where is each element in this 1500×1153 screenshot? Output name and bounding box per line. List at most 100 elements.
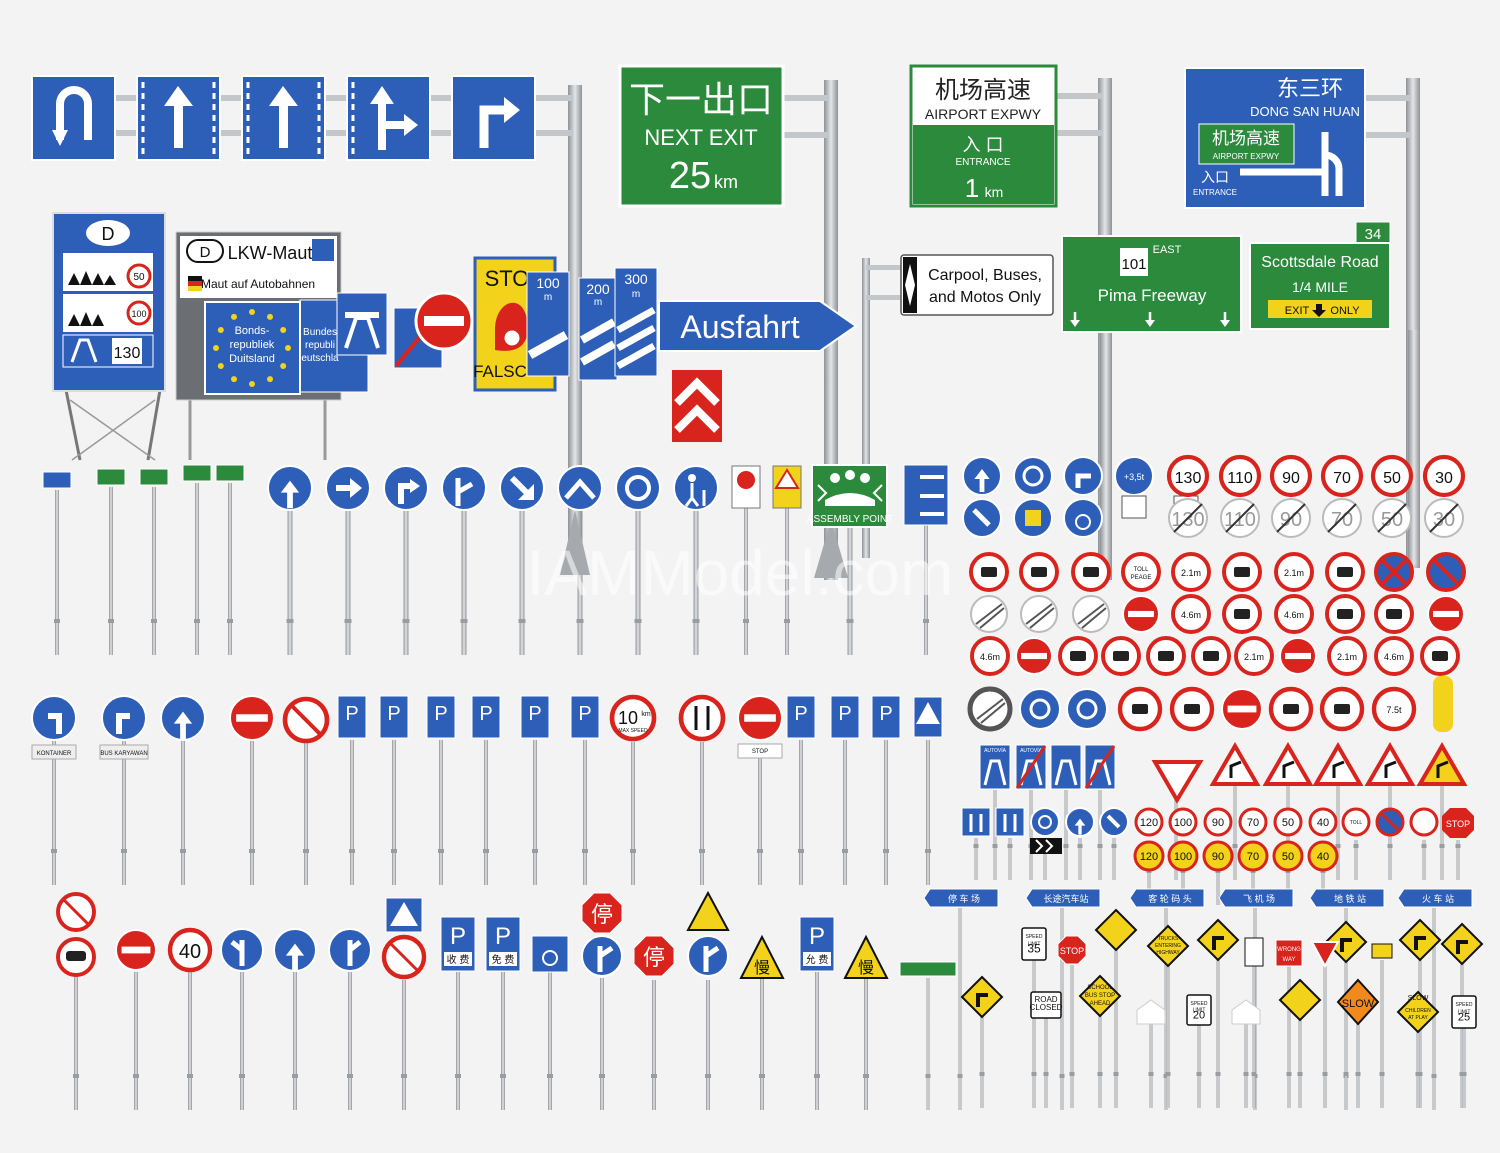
vehicle-icon xyxy=(1031,567,1047,577)
plate-text: ROAD xyxy=(1034,995,1057,1004)
parking-sign xyxy=(337,695,367,739)
slow-sign xyxy=(1336,978,1380,1026)
toll-ring-sign xyxy=(1341,807,1371,837)
red-ring-sign xyxy=(1274,594,1314,634)
small-speed-yellow-sign xyxy=(1237,840,1269,872)
direction-tag-label: 客 轮 码 头 xyxy=(1148,893,1192,904)
pole-clamp xyxy=(518,619,526,623)
pole xyxy=(1298,1018,1302,1108)
pole-clamp xyxy=(133,1074,139,1078)
direction-tag-sign xyxy=(1218,888,1294,908)
pedestrian-warning-sign xyxy=(686,890,730,931)
chevron-marks xyxy=(1035,839,1054,853)
man-slow-text: 慢 xyxy=(858,959,874,977)
pole-clamp xyxy=(1461,1072,1467,1076)
end-stripe xyxy=(1084,745,1116,789)
direction-tag-sign xyxy=(1397,888,1473,908)
eu-star xyxy=(213,345,219,351)
arrow-head xyxy=(410,479,420,493)
pole xyxy=(1008,838,1012,880)
small-speed-limit-sign xyxy=(1203,807,1233,837)
countdown-200-unit: m xyxy=(594,297,602,308)
carpool-line2: and Motos Only xyxy=(929,289,1041,306)
pole xyxy=(1149,1022,1153,1108)
pole-clamp xyxy=(576,619,584,623)
pole-clamp xyxy=(1097,844,1103,848)
pole xyxy=(439,740,443,885)
pole-clamp xyxy=(438,849,444,853)
parking-letter: P xyxy=(838,703,851,725)
pole-clamp xyxy=(743,619,749,623)
small-speed-yellow-value: 70 xyxy=(1247,851,1259,863)
eu-star xyxy=(280,327,287,333)
germany-speed-b: 100 xyxy=(131,309,146,319)
pole-clamp xyxy=(973,844,979,848)
direction-tag-sign xyxy=(1309,888,1385,908)
pole-clamp xyxy=(925,849,931,853)
speed-limit-value: 90 xyxy=(1282,470,1300,487)
pole xyxy=(1166,964,1170,1108)
plate-text: 35 xyxy=(1027,942,1041,956)
pole xyxy=(304,742,308,885)
pole xyxy=(1197,1025,1201,1108)
warning-triangle-icon xyxy=(774,468,800,489)
pole-clamp xyxy=(401,1074,407,1078)
atplay-label: AT PLAY xyxy=(1408,1015,1428,1021)
vehicle-icon xyxy=(1132,704,1148,714)
restriction-value: 2.1m xyxy=(1181,568,1201,578)
prohibition-slash xyxy=(61,897,91,927)
bicycle-icon xyxy=(1075,514,1091,530)
eu-star xyxy=(285,345,291,351)
direction-tag-label: 火 车 站 xyxy=(1422,893,1454,904)
airport-dist: 1 xyxy=(965,173,979,203)
pole-clamp xyxy=(121,849,127,853)
pole xyxy=(744,508,748,655)
dongsan-sub-en: AIRPORT EXPWY xyxy=(1213,152,1280,161)
speed-limit-value: 50 xyxy=(1383,470,1401,487)
pole-clamp xyxy=(151,619,157,623)
pole xyxy=(228,483,232,655)
man-slow-sign xyxy=(843,934,889,979)
row3-signs: 40P收 费P免 费停停慢慢P允 费 xyxy=(56,890,957,980)
countdown-300-unit: m xyxy=(632,289,640,300)
ting-text-2: 停 xyxy=(643,945,665,970)
arrow-head xyxy=(518,484,534,500)
eu2-line3: eutschla xyxy=(301,353,339,364)
wrong-label: WRONG xyxy=(1277,947,1301,953)
pole-clamp xyxy=(1196,1072,1202,1076)
end-speed-limit-value: 30 xyxy=(1433,509,1455,531)
small-speed-yellow-value: 100 xyxy=(1174,851,1192,863)
lkw-d: D xyxy=(200,244,211,261)
end-speed-stripe xyxy=(1173,503,1203,533)
watermark: IAMModel.com xyxy=(527,537,954,609)
no-parking-stroke xyxy=(1380,558,1408,586)
us-stop-text: STOP xyxy=(1060,946,1084,956)
bus-karyawan-label: BUS KARYAWAN xyxy=(100,751,147,757)
pole-clamp xyxy=(532,849,538,853)
no-entry-bar xyxy=(1021,652,1047,660)
dongsan-entry-en: ENTRANCE xyxy=(1193,188,1237,197)
ting-stop-sign-2 xyxy=(633,935,675,977)
pole-clamp xyxy=(630,849,636,853)
warning-icon xyxy=(1282,760,1295,778)
carpool-line1: Carpool, Buses, xyxy=(928,267,1042,284)
pole xyxy=(1380,960,1384,1108)
arrow-head xyxy=(350,478,362,498)
pole-clamp xyxy=(1251,1072,1257,1076)
motorway-icon xyxy=(1088,759,1112,786)
pole xyxy=(1164,908,1168,1110)
pole xyxy=(864,978,868,1110)
lane-info-line xyxy=(920,475,944,479)
pentagon-marker xyxy=(1231,999,1261,1025)
parking-sign xyxy=(379,695,409,739)
restriction-value: 4.6m xyxy=(1284,610,1304,620)
lane-sign-right-turn xyxy=(451,75,536,161)
arrow-head xyxy=(285,943,305,956)
pole xyxy=(926,978,930,1110)
pole xyxy=(109,487,113,655)
small-info-plate xyxy=(215,464,245,482)
pedestrian-body xyxy=(684,483,706,507)
pole xyxy=(1043,838,1047,880)
end-restriction-stripes xyxy=(1025,603,1055,629)
